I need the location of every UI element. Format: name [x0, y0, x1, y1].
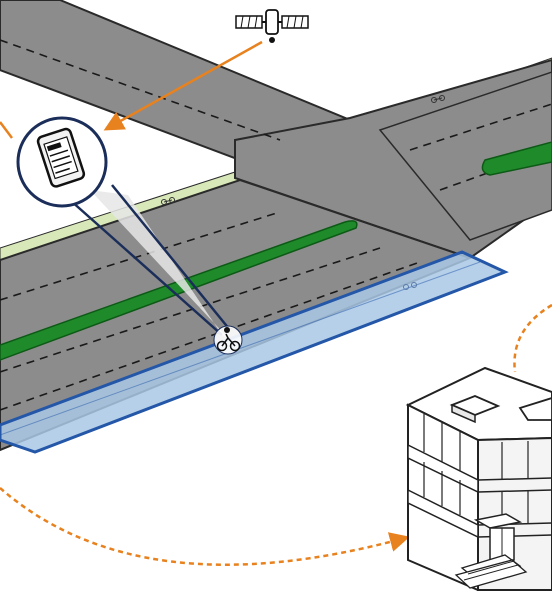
lane-marking [0, 39, 281, 141]
median-right [481, 141, 552, 176]
callout-line [69, 199, 223, 336]
cyclist-icon [213, 325, 243, 355]
data-flow-arc [0, 487, 410, 566]
callout-cone [90, 190, 228, 338]
signal-arrow [103, 40, 263, 131]
lane-marking [0, 211, 281, 301]
building-icon [405, 366, 552, 591]
bike-lane-inner-edge [0, 261, 481, 436]
median-left [0, 220, 358, 361]
bike-marking-icon [431, 95, 445, 103]
lane-marking [0, 261, 421, 411]
data-flow-arc-upper [513, 303, 552, 373]
bike-marking-icon [403, 282, 417, 290]
lane-marking [409, 103, 552, 151]
bike-marking-icon [161, 197, 175, 205]
phone-icon [36, 127, 86, 188]
lane-marking [0, 247, 381, 373]
road-upper-right [378, 71, 552, 241]
phone-callout [16, 116, 108, 208]
signal-arrow-partial [0, 121, 13, 139]
satellite-icon [235, 9, 309, 43]
bike-lane-highlight [0, 250, 509, 454]
callout-line [111, 184, 231, 331]
